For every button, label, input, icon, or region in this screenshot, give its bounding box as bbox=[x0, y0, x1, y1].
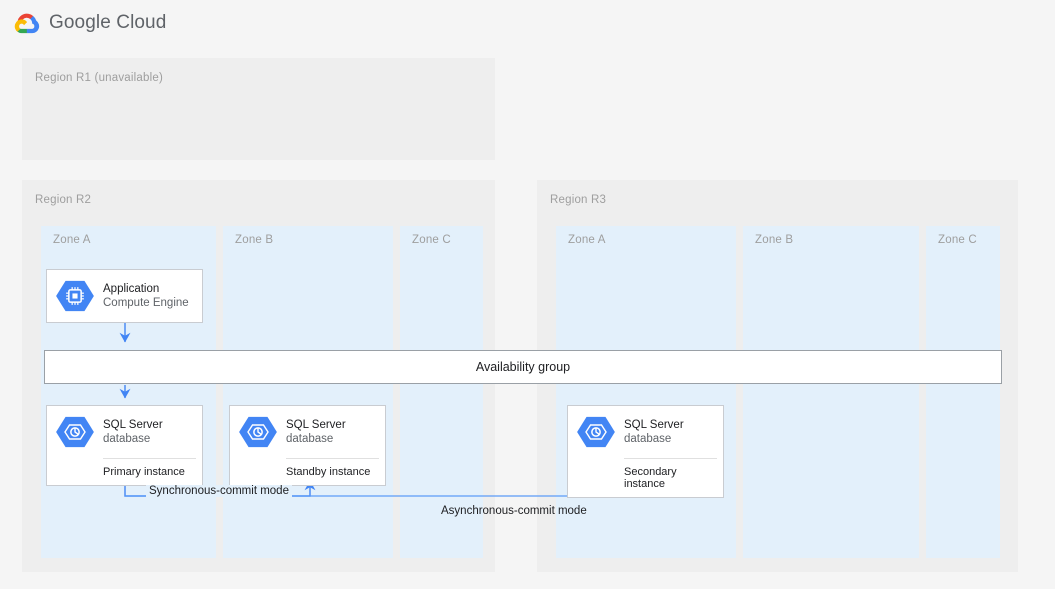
card-primary-body: SQL Server database bbox=[47, 406, 202, 458]
card-secondary-body: SQL Server database bbox=[568, 406, 723, 458]
card-primary-text: SQL Server database bbox=[103, 418, 163, 447]
card-application-body: Application Compute Engine bbox=[47, 270, 202, 322]
card-standby-subtitle: database bbox=[286, 433, 334, 445]
region-r2-label: Region R2 bbox=[35, 194, 92, 206]
card-standby-body: SQL Server database bbox=[230, 406, 385, 458]
google-cloud-logo-icon bbox=[14, 13, 40, 34]
zone-r3-a-label: Zone A bbox=[568, 234, 606, 246]
card-application-text: Application Compute Engine bbox=[103, 282, 189, 311]
card-primary-footer: Primary instance bbox=[103, 466, 185, 478]
card-standby-divider bbox=[286, 458, 379, 459]
card-secondary-text: SQL Server database bbox=[624, 418, 684, 447]
availability-group-label: Availability group bbox=[475, 360, 571, 374]
card-standby-text: SQL Server database bbox=[286, 418, 346, 447]
card-application[interactable]: Application Compute Engine bbox=[46, 269, 203, 323]
card-secondary-divider bbox=[624, 458, 717, 459]
connector-label-asynchronous-commit: Asynchronous-commit mode bbox=[441, 505, 587, 517]
zone-r3-a: Zone A bbox=[556, 226, 736, 558]
zone-r3-b-label: Zone B bbox=[755, 234, 794, 246]
zone-r3-c: Zone C bbox=[926, 226, 1000, 558]
card-secondary-instance[interactable]: SQL Server database Secondary instance bbox=[567, 405, 724, 498]
card-standby-title: SQL Server bbox=[286, 418, 346, 431]
page-header: Google Cloud bbox=[0, 0, 1055, 46]
sql-server-database-icon bbox=[577, 416, 615, 448]
zone-r2-c: Zone C bbox=[400, 226, 483, 558]
card-standby-instance[interactable]: SQL Server database Standby instance bbox=[229, 405, 386, 486]
zone-r2-a-label: Zone A bbox=[53, 234, 91, 246]
card-application-subtitle: Compute Engine bbox=[103, 297, 189, 309]
card-primary-subtitle: database bbox=[103, 433, 151, 445]
region-r1-label: Region R1 (unavailable) bbox=[35, 72, 163, 84]
zone-r2-c-label: Zone C bbox=[412, 234, 451, 246]
zone-r2-b: Zone B bbox=[223, 226, 393, 558]
sql-server-database-icon bbox=[239, 416, 277, 448]
compute-engine-icon bbox=[56, 280, 94, 312]
card-application-title: Application bbox=[103, 282, 160, 295]
brand-wordmark: Google Cloud bbox=[49, 12, 167, 33]
card-primary-divider bbox=[103, 458, 196, 459]
connector-label-synchronous-commit: Synchronous-commit mode bbox=[146, 485, 292, 497]
zone-r3-c-label: Zone C bbox=[938, 234, 977, 246]
card-secondary-title: SQL Server bbox=[624, 418, 684, 431]
card-primary-title: SQL Server bbox=[103, 418, 163, 431]
zone-r3-b: Zone B bbox=[743, 226, 919, 558]
zone-r2-b-label: Zone B bbox=[235, 234, 274, 246]
region-r1: Region R1 (unavailable) bbox=[22, 58, 495, 160]
sql-server-database-icon bbox=[56, 416, 94, 448]
card-primary-instance[interactable]: SQL Server database Primary instance bbox=[46, 405, 203, 486]
availability-group-bar[interactable]: Availability group bbox=[44, 350, 1002, 384]
card-secondary-footer: Secondary instance bbox=[624, 466, 677, 490]
region-r3-label: Region R3 bbox=[550, 194, 607, 206]
card-secondary-subtitle: database bbox=[624, 433, 672, 445]
card-standby-footer: Standby instance bbox=[286, 466, 371, 478]
